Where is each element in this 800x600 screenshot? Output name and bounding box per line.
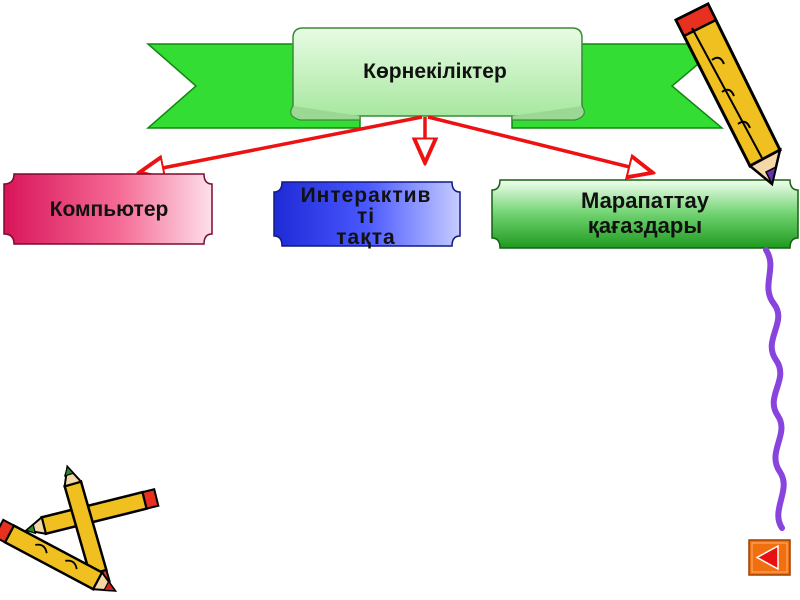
pencils-cluster-icon <box>0 464 160 592</box>
banner-scroll-curl-right <box>511 105 585 121</box>
node-computer-label: Компьютер <box>49 197 169 221</box>
title-banner <box>146 27 725 129</box>
decorative-squiggle <box>763 247 787 531</box>
arrow-to-awards <box>427 115 650 172</box>
node-board-line-3: тақта <box>336 225 396 249</box>
node-computer-box <box>3 173 213 245</box>
node-awards-box <box>491 179 799 249</box>
back-button[interactable] <box>748 539 791 576</box>
root-label: Көрнекіліктер <box>363 59 507 83</box>
node-awards-label: Марапаттау қағаздары <box>492 180 798 246</box>
banner-scroll-curl-left <box>290 105 361 121</box>
arrow-to-computer <box>142 115 423 172</box>
node-board-line-2: ті <box>356 204 376 228</box>
triangle-left-icon <box>755 544 779 571</box>
pencil-icon <box>673 1 782 187</box>
connector-arrows <box>142 115 650 172</box>
node-board-box <box>273 181 461 247</box>
node-board-line-1: Интерактив <box>300 183 432 207</box>
node-awards-line-2: қағаздары <box>587 213 703 238</box>
node-awards-line-1: Марапаттау <box>580 187 710 213</box>
node-board-label: Интерактив ті тақта <box>276 172 456 260</box>
